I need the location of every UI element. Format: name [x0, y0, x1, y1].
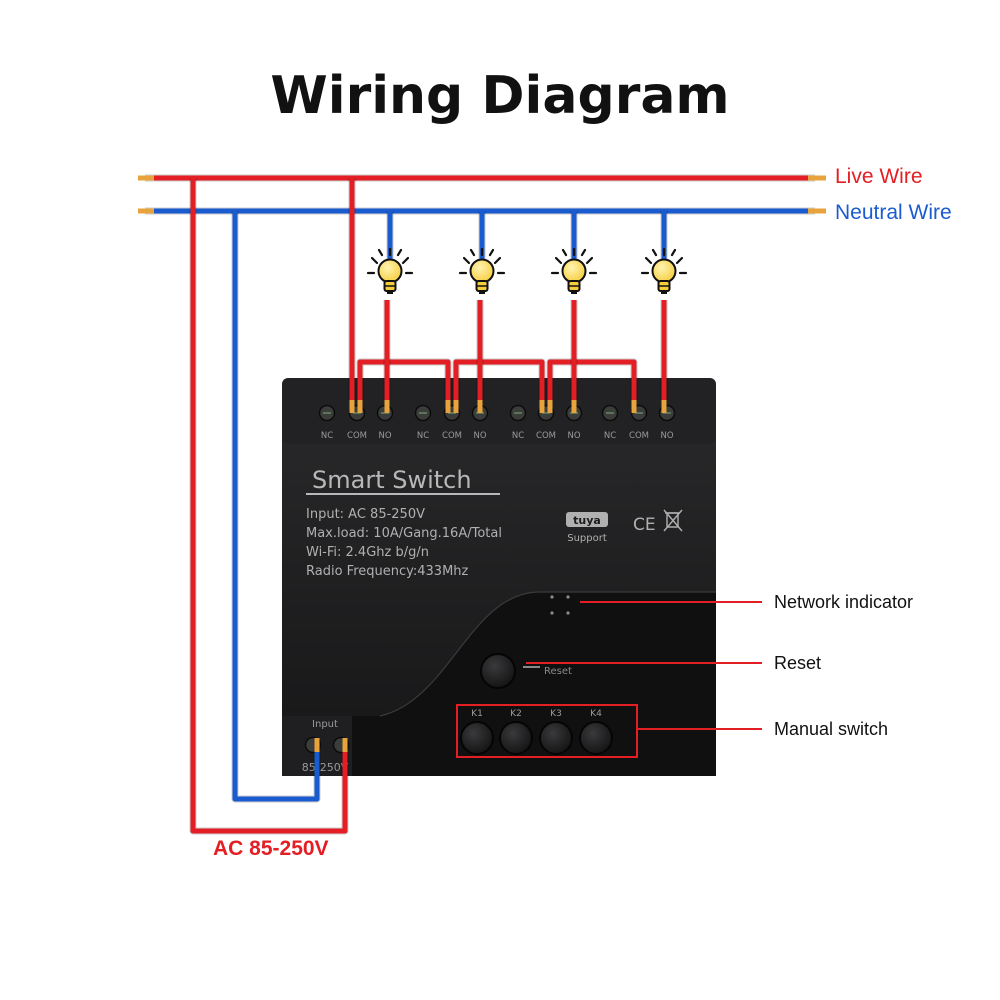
- network-indicator-led: [550, 595, 570, 615]
- spec-radio-frequency: Radio Frequency:433Mhz: [306, 564, 469, 579]
- wires: [138, 174, 826, 835]
- callout-reset: Reset: [774, 653, 821, 673]
- com-jumper-1: [357, 359, 451, 400]
- reset-button[interactable]: [480, 653, 516, 689]
- manual-switch-label: K4: [590, 709, 602, 719]
- callout-manual-switch: Manual switch: [774, 719, 888, 739]
- panel-edge: [379, 591, 716, 717]
- ac-input-label: AC 85-250V: [213, 837, 329, 860]
- manual-switch-buttons: K1 K2 K3 K4: [460, 709, 613, 755]
- page-title: Wiring Diagram: [270, 66, 729, 126]
- manual-switch-button-k4[interactable]: [579, 721, 613, 755]
- terminal-label: NO: [660, 431, 673, 441]
- manual-switch-highlight: [456, 704, 638, 758]
- terminal-label: COM: [347, 431, 367, 441]
- terminal-label: NC: [321, 431, 333, 441]
- manual-switch-label: K3: [550, 709, 562, 719]
- terminal-label: COM: [629, 431, 649, 441]
- manual-switch-button-k1[interactable]: [460, 721, 494, 755]
- spec-max-load: Max.load: 10A/Gang.16A/Total: [306, 526, 502, 541]
- terminal-label: NO: [378, 431, 391, 441]
- manual-switch-button-k3[interactable]: [539, 721, 573, 755]
- tuya-logo-icon: tuya Support: [566, 512, 608, 544]
- tuya-support-text: Support: [567, 533, 607, 544]
- light-bulb-icon: [458, 247, 506, 294]
- terminal-label: NO: [473, 431, 486, 441]
- neutral-wire-label: Neutral Wire: [835, 201, 952, 224]
- weee-bin-icon: [663, 509, 683, 532]
- ce-mark-icon: CE: [633, 515, 656, 535]
- com-jumper-2: [453, 359, 545, 400]
- terminal-rail: [282, 378, 716, 444]
- device-name: Smart Switch: [312, 466, 472, 494]
- light-bulb-icon: [550, 247, 598, 294]
- terminal-label: NC: [604, 431, 616, 441]
- bulbs: [366, 247, 688, 294]
- com-jumper-3: [547, 359, 637, 400]
- manual-switch-label: K2: [510, 709, 522, 719]
- input-live-wire: [190, 178, 348, 834]
- terminal-label: COM: [536, 431, 556, 441]
- input-neutral-wire: [232, 211, 320, 802]
- light-bulb-icon: [640, 247, 688, 294]
- tuya-logo-text: tuya: [573, 514, 601, 527]
- lower-panel: [352, 592, 716, 776]
- terminal-label: NC: [512, 431, 524, 441]
- light-bulb-icon: [366, 247, 414, 294]
- manual-switch-label: K1: [471, 709, 483, 719]
- input-device-label: Input: [312, 719, 338, 730]
- manual-switch-button-k2[interactable]: [499, 721, 533, 755]
- reset-device-label: Reset: [544, 666, 572, 677]
- terminal-label: NO: [567, 431, 580, 441]
- live-wire-label: Live Wire: [835, 165, 923, 188]
- spec-input: Input: AC 85-250V: [306, 507, 425, 522]
- spec-wifi: Wi-Fi: 2.4Ghz b/g/n: [306, 545, 429, 560]
- input-voltage-label: 85-250V: [302, 761, 349, 774]
- callout-network-indicator: Network indicator: [774, 592, 913, 612]
- terminal-label: COM: [442, 431, 462, 441]
- terminal-label: NC: [417, 431, 429, 441]
